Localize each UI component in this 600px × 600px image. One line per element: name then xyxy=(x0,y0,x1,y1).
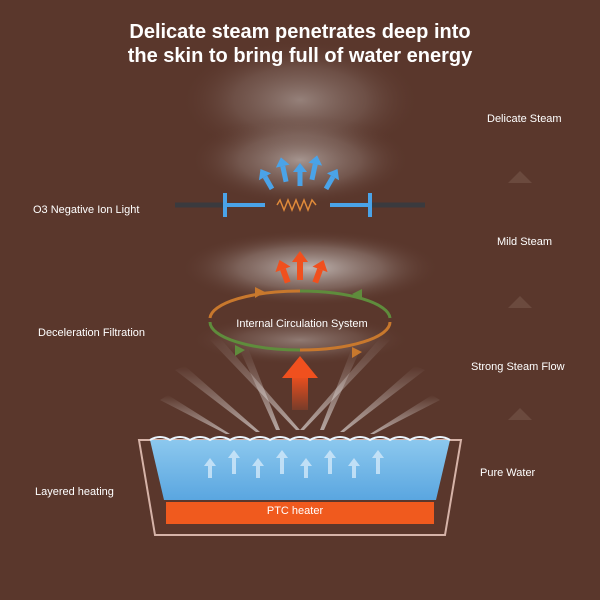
circulation-loop xyxy=(208,287,392,358)
label-pure-water: Pure Water xyxy=(480,467,536,479)
label-deceleration: Deceleration Filtration xyxy=(38,327,145,339)
label-ion-light: O3 Negative Ion Light xyxy=(33,204,140,216)
strong-steam-arrow xyxy=(282,356,318,410)
label-layered-heating: Layered heating xyxy=(35,486,114,498)
steam-rays xyxy=(160,338,440,434)
water-arrows xyxy=(204,450,384,478)
triangle-icon xyxy=(508,408,532,420)
label-strong-steam: Strong Steam Flow xyxy=(471,361,565,373)
water-body xyxy=(150,440,450,500)
delicate-steam-arrows xyxy=(258,155,340,191)
ptc-heater-plate xyxy=(166,502,434,524)
title-line-2: the skin to bring full of water energy xyxy=(127,45,473,67)
heating-coil-icon xyxy=(276,197,317,213)
level-triangles xyxy=(508,171,532,420)
label-ptc-heater: PTC heater xyxy=(266,505,324,517)
label-delicate-steam: Delicate Steam xyxy=(487,113,562,125)
mild-steam-arrows xyxy=(275,251,328,284)
label-mild-steam: Mild Steam xyxy=(497,236,553,248)
water-surface xyxy=(149,436,451,442)
triangle-icon xyxy=(508,171,532,183)
steam-clouds xyxy=(180,40,440,365)
ion-light-bar xyxy=(175,193,425,217)
label-circulation: Internal Circulation System xyxy=(236,318,368,330)
triangle-icon xyxy=(508,296,532,308)
water-container xyxy=(137,436,463,536)
title-line-1: Delicate steam penetrates deep into xyxy=(129,21,471,43)
page-title: Delicate steam penetrates deep into the … xyxy=(0,20,600,68)
